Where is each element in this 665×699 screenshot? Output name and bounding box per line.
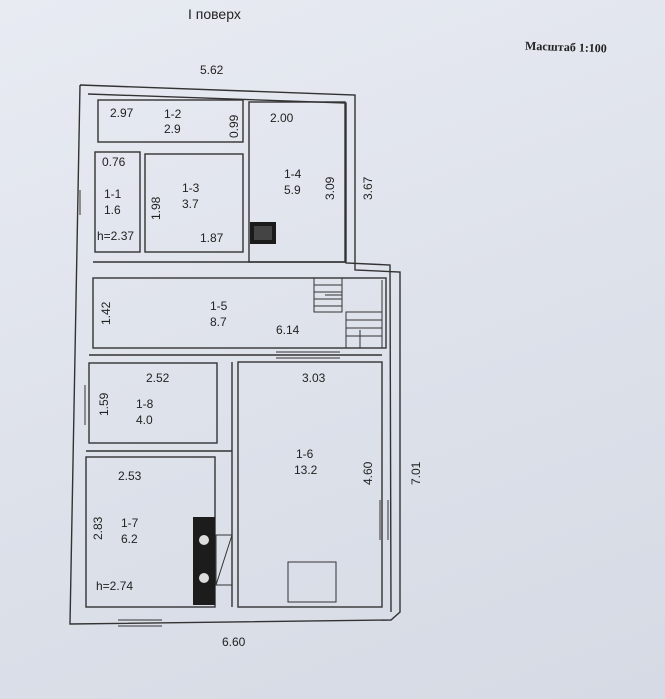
dim-top: 5.62: [200, 63, 224, 77]
stove-1-7: [193, 517, 215, 605]
room-1-8-depth: 1.59: [97, 392, 111, 416]
room-1-5-area: 8.7: [210, 315, 227, 329]
room-1-1-id: 1-1: [104, 187, 122, 201]
room-1-4-id: 1-4: [284, 167, 302, 181]
room-1-2-outline: [97, 99, 244, 143]
floor-title: I поверх: [188, 6, 241, 22]
room-1-1-width: 0.76: [102, 155, 126, 169]
room-1-3-depth: 1.98: [149, 196, 163, 220]
room-1-2-depth: 0.99: [227, 114, 241, 138]
room-1-6-id: 1-6: [296, 447, 314, 461]
room-1-5-id: 1-5: [210, 299, 228, 313]
room-1-1-area: 1.6: [104, 203, 121, 217]
dim-right-lower: 7.01: [409, 461, 423, 485]
room-1-6-width: 3.03: [302, 371, 326, 385]
room-1-8-width: 2.52: [146, 371, 170, 385]
room-1-7-area: 6.2: [121, 532, 138, 546]
room-1-3-area: 3.7: [182, 197, 199, 211]
room-1-2-id: 1-2: [164, 107, 182, 121]
outer-wall: [69, 84, 401, 625]
room-1-1-height: h=2.37: [97, 229, 134, 243]
room-1-6-outline: [237, 361, 383, 608]
room-1-4-depth: 3.09: [323, 176, 337, 200]
room-1-4-width: 2.00: [270, 111, 294, 125]
dim-bottom: 6.60: [222, 635, 246, 649]
window-marks: [79, 190, 389, 627]
room-1-2-width: 2.97: [110, 106, 134, 120]
room-1-2-area: 2.9: [164, 122, 181, 136]
room-1-5-depth: 1.42: [99, 301, 113, 325]
room-1-8-area: 4.0: [136, 413, 153, 427]
room-1-7-id: 1-7: [121, 516, 139, 530]
room-1-8-outline: [88, 362, 218, 444]
fireplace: [287, 561, 337, 603]
room-1-3-width: 1.87: [200, 231, 224, 245]
room-1-3-outline: [144, 153, 244, 253]
room-1-6-area: 13.2: [294, 463, 318, 477]
room-1-4-area: 5.9: [284, 183, 301, 197]
room-1-6-depth: 4.60: [361, 461, 375, 485]
room-1-7-depth: 2.83: [91, 516, 105, 540]
room-1-7-width: 2.53: [118, 469, 142, 483]
room-1-8-id: 1-8: [136, 397, 154, 411]
room-1-5-outline: [92, 277, 387, 349]
room-1-1-outline: [94, 151, 141, 253]
room-1-7-height: h=2.74: [96, 579, 133, 593]
room-1-5-width: 6.14: [276, 323, 300, 337]
room-1-3-id: 1-3: [182, 181, 200, 195]
dim-right-upper: 3.67: [361, 176, 375, 200]
staircase: [313, 277, 391, 349]
